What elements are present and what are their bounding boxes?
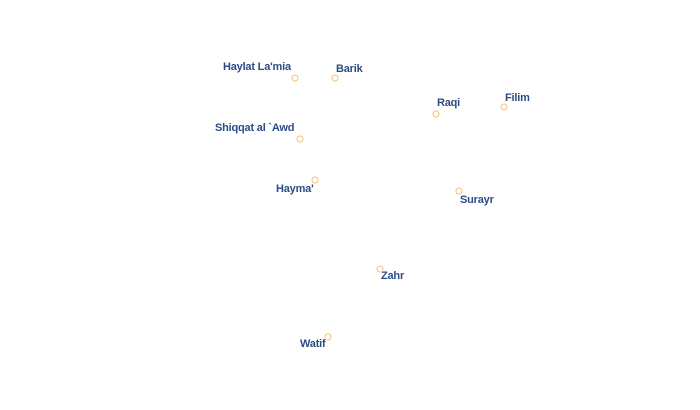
- place-marker-hayma[interactable]: [311, 176, 319, 184]
- place-label-shiqqat-al-awd: Shiqqat al `Awd: [215, 122, 295, 134]
- place-label-barik: Barik: [336, 63, 363, 75]
- place-label-hayma: Hayma': [276, 183, 314, 195]
- place-label-watif: Watif: [300, 338, 326, 350]
- place-label-filim: Filim: [505, 92, 530, 104]
- place-label-surayr: Surayr: [460, 194, 494, 206]
- place-marker-watif[interactable]: [324, 333, 332, 341]
- place-marker-shiqqat-al-awd[interactable]: [296, 135, 304, 143]
- place-marker-surayr[interactable]: [455, 187, 463, 195]
- place-label-haylat-lamia: Haylat La'mia: [223, 61, 291, 73]
- place-label-zahr: Zahr: [381, 270, 405, 282]
- place-marker-zahr[interactable]: [376, 265, 384, 273]
- place-marker-filim[interactable]: [500, 103, 508, 111]
- place-marker-haylat-lamia[interactable]: [291, 74, 299, 82]
- place-marker-barik[interactable]: [331, 74, 339, 82]
- place-marker-raqi[interactable]: [432, 110, 440, 118]
- place-label-raqi: Raqi: [437, 97, 461, 109]
